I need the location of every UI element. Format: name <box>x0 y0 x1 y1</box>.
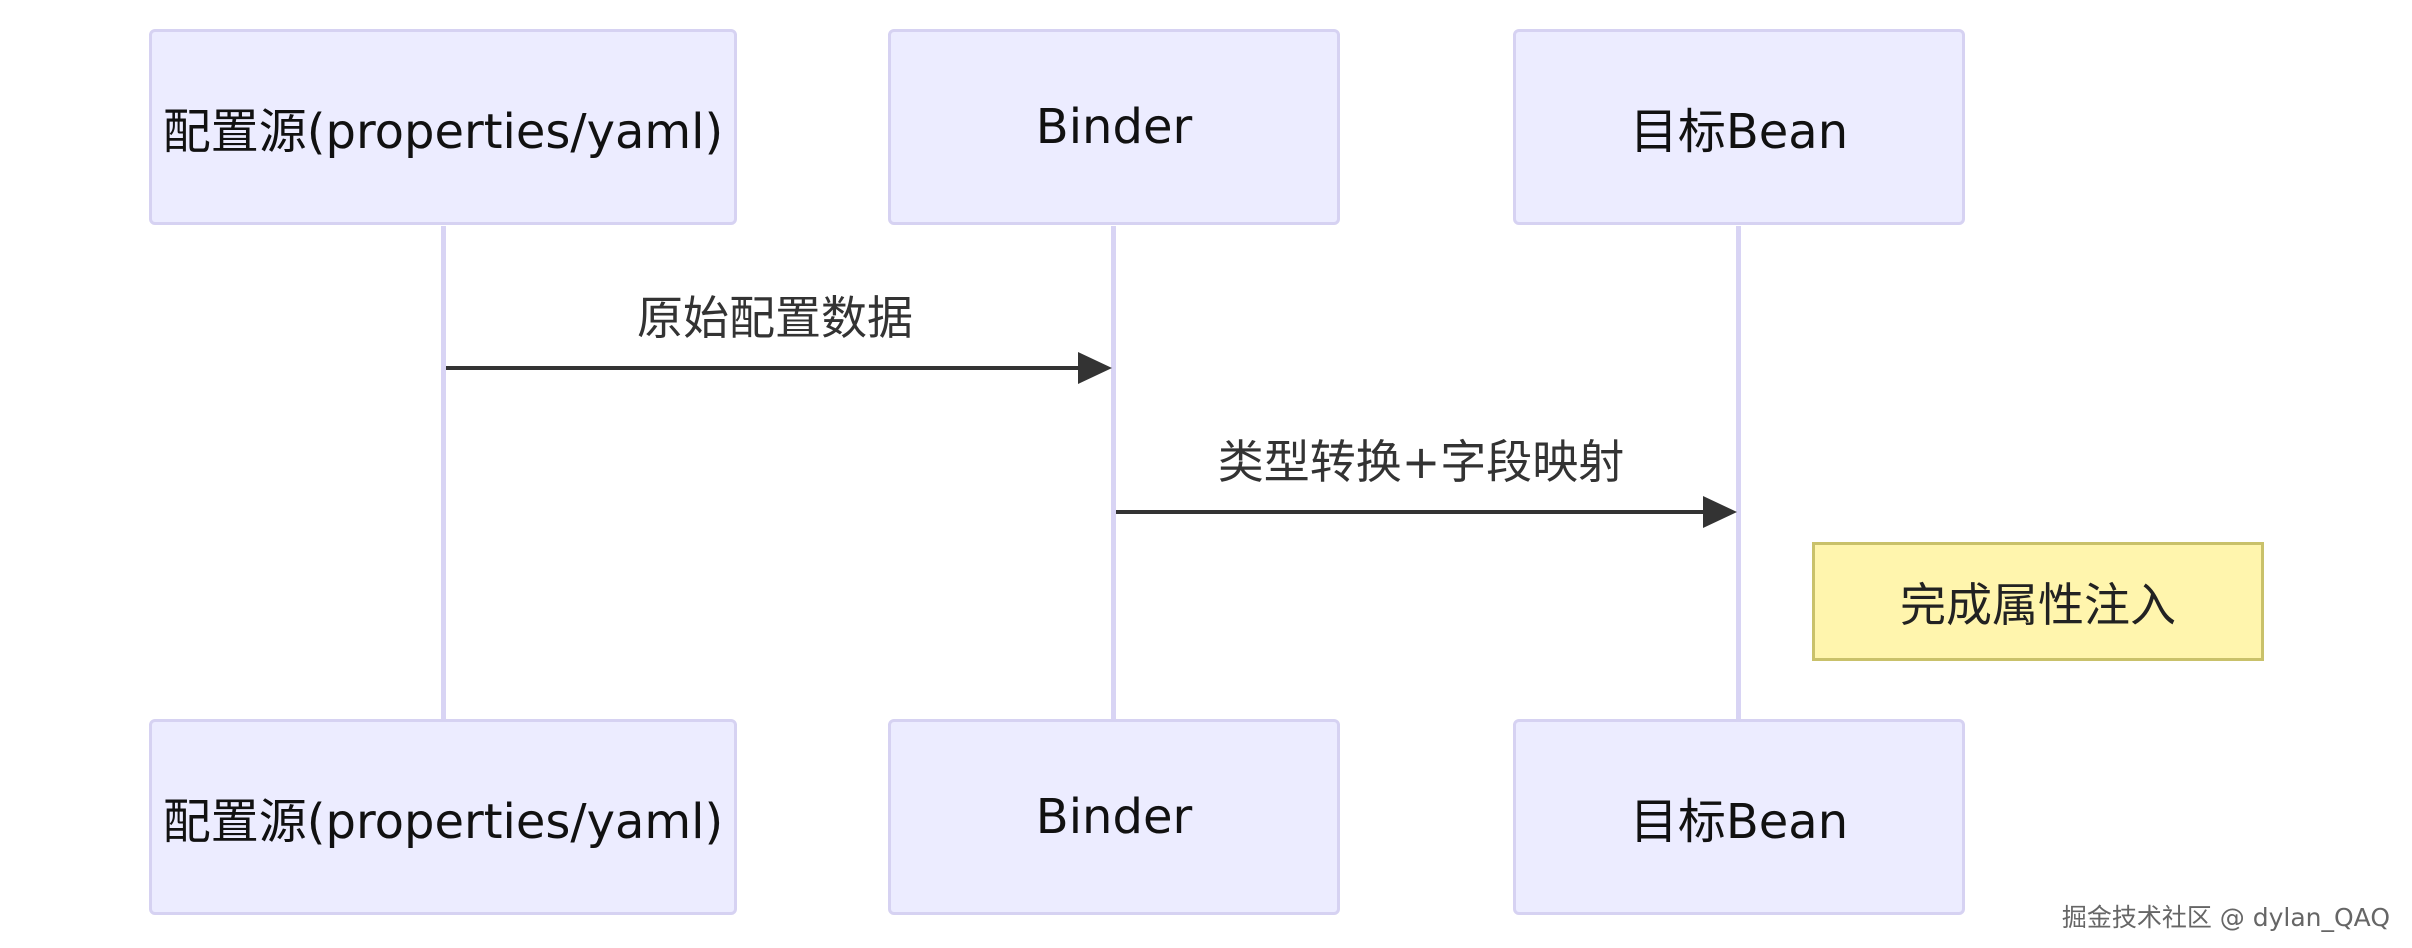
lifeline-binder <box>1111 226 1116 721</box>
participant-config-source-bottom: 配置源(properties/yaml) <box>149 719 737 915</box>
watermark: 掘金技术社区 @ dylan_QAQ <box>2061 903 2390 932</box>
message-label-2: 类型转换+字段映射 <box>1217 435 1625 489</box>
lifeline-target-bean <box>1736 226 1741 721</box>
message-arrowhead-2 <box>1703 496 1737 528</box>
note-box: 完成属性注入 <box>1812 542 2264 661</box>
participant-binder-bottom: Binder <box>888 719 1340 915</box>
participant-config-source-top: 配置源(properties/yaml) <box>149 29 737 225</box>
participant-target-bean-bottom: 目标Bean <box>1513 719 1965 915</box>
message-arrowhead-1 <box>1078 352 1112 384</box>
message-label-1: 原始配置数据 <box>637 291 913 345</box>
lifeline-config-source <box>441 226 446 721</box>
participant-binder-top: Binder <box>888 29 1340 225</box>
participant-target-bean-top: 目标Bean <box>1513 29 1965 225</box>
